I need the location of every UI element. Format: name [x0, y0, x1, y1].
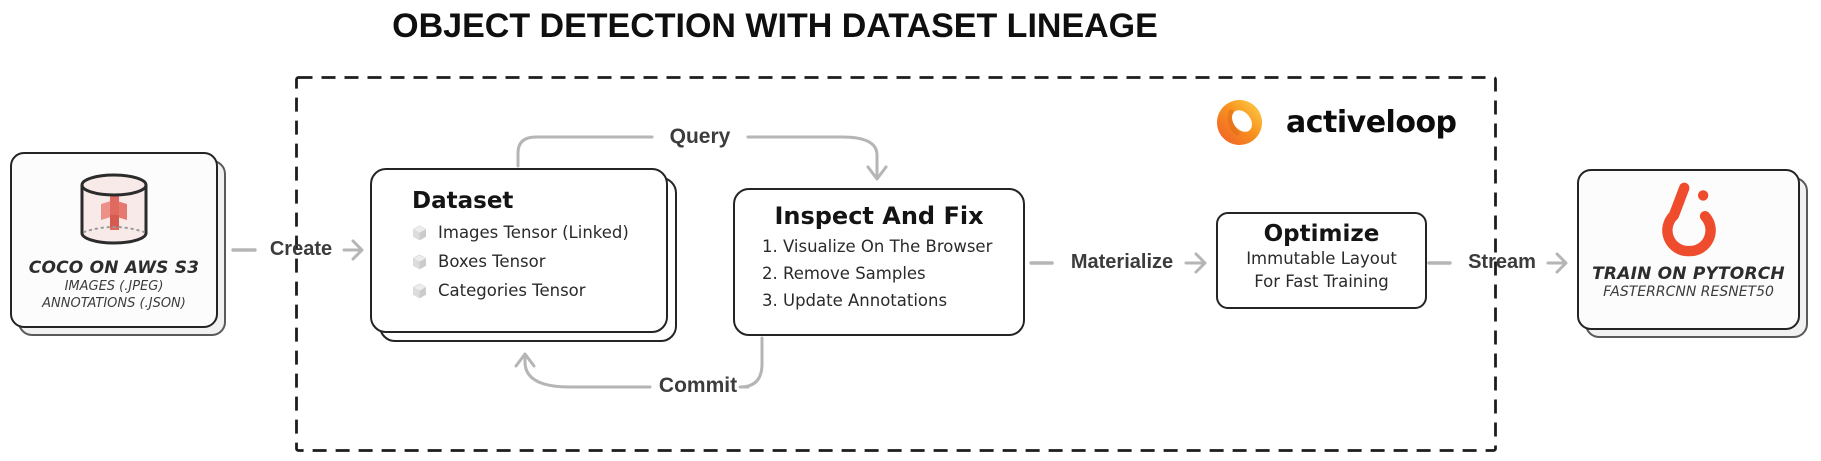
- source-card-title: COCO ON AWS S3: [28, 258, 200, 278]
- create-arrowhead-icon: [351, 239, 364, 261]
- inspect-step: 1. Visualize On The Browser: [762, 237, 993, 256]
- materialize-label: Materialize: [1070, 251, 1174, 273]
- target-card-title: TRAIN ON PYTORCH: [1592, 264, 1785, 284]
- query-arrow-line-left: [516, 135, 654, 168]
- brand-name: activeloop: [1286, 105, 1457, 140]
- commit-arrow-line-left: [523, 355, 652, 389]
- page-title: OBJECT DETECTION WITH DATASET LINEAGE: [392, 7, 1158, 45]
- commit-arrowhead-icon: [514, 352, 536, 368]
- tensor-list-item: Boxes Tensor: [412, 252, 666, 271]
- target-card: TRAIN ON PYTORCH FASTERRCNN RESNET50: [1577, 169, 1800, 330]
- stream-arrowhead-icon: [1555, 252, 1568, 274]
- source-card: COCO ON AWS S3 IMAGES (.JPEG) ANNOTATION…: [10, 152, 218, 328]
- tensor-list-item: Categories Tensor: [412, 281, 666, 300]
- inspect-box-title: Inspect And Fix: [774, 202, 984, 230]
- tensor-cube-icon: [412, 225, 427, 240]
- tensor-item-label: Categories Tensor: [438, 281, 586, 300]
- activeloop-logo-icon: [1217, 100, 1262, 145]
- source-card-line1: IMAGES (.JPEG): [64, 279, 164, 294]
- stream-label: Stream: [1468, 251, 1536, 273]
- inspect-box: Inspect And Fix 1. Visualize On The Brow…: [733, 188, 1025, 336]
- materialize-arrowhead-icon: [1194, 252, 1207, 274]
- query-label: Query: [669, 125, 731, 148]
- brand-lockup: activeloop: [1216, 99, 1457, 146]
- tensor-list-item: Images Tensor (Linked): [412, 223, 666, 242]
- tensor-cube-icon: [412, 283, 427, 298]
- optimize-box-title: Optimize: [1263, 221, 1380, 247]
- commit-label: Commit: [658, 374, 738, 397]
- tensor-item-label: Boxes Tensor: [438, 252, 546, 271]
- s3-database-cylinder-icon: [80, 173, 148, 245]
- dataset-box-title: Dataset: [412, 188, 514, 214]
- inspect-step: 3. Update Annotations: [762, 291, 948, 310]
- source-card-line2: ANNOTATIONS (.JSON): [42, 296, 186, 311]
- dataset-box: Dataset Images Tensor (Linked) Boxes Ten…: [370, 168, 668, 333]
- optimize-line2: For Fast Training: [1254, 272, 1389, 291]
- inspect-step: 2. Remove Samples: [762, 264, 926, 283]
- target-card-subtitle: FASTERRCNN RESNET50: [1603, 284, 1774, 300]
- pytorch-flame-icon: [1661, 182, 1716, 257]
- create-label: Create: [269, 238, 333, 260]
- query-arrow-line-right: [746, 135, 879, 178]
- query-arrowhead-icon: [866, 165, 888, 181]
- tensor-cube-icon: [412, 254, 427, 269]
- optimize-box: Optimize Immutable Layout For Fast Train…: [1216, 212, 1427, 309]
- tensor-item-label: Images Tensor (Linked): [438, 223, 629, 242]
- optimize-line1: Immutable Layout: [1246, 249, 1397, 268]
